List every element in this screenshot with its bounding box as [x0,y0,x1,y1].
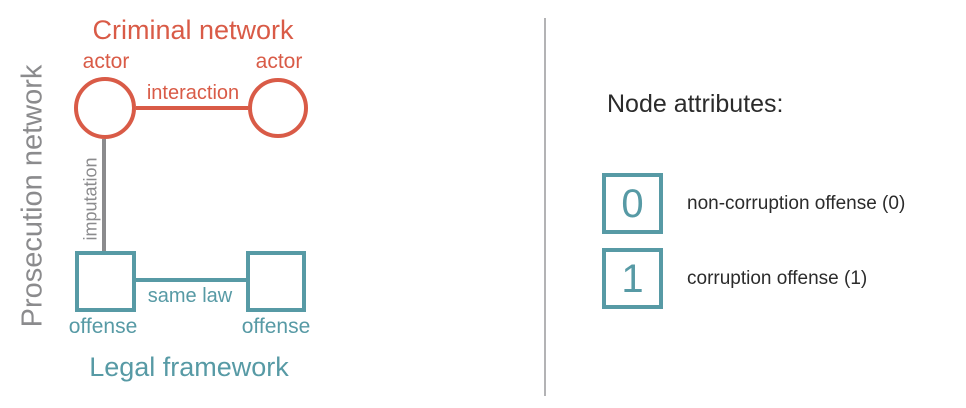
legend-label-0: non-corruption offense (0) [687,192,906,214]
interaction-edge [136,106,248,110]
legend-title: Node attributes: [607,90,784,118]
same-law-edge [136,278,246,282]
actor-node-left [74,77,136,139]
imputation-edge [102,139,106,253]
legend-node-0: 0 [602,173,663,234]
legend-item-non-corruption: 0 non-corruption offense (0) [602,173,905,234]
actor-node-right [248,78,308,138]
offense-node-left [75,251,136,312]
legend-node-1: 1 [602,248,663,309]
offense-node-right [246,251,306,312]
same-law-edge-label: same law [147,285,233,307]
offense-label-left: offense [68,315,138,338]
interaction-edge-label: interaction [146,82,240,104]
imputation-edge-label: imputation [80,157,101,241]
actor-label-right: actor [255,50,303,73]
vertical-divider [544,18,546,396]
prosecution-network-label: Prosecution network [16,64,49,328]
criminal-network-title: Criminal network [92,15,294,45]
legend-item-corruption: 1 corruption offense (1) [602,248,867,309]
actor-label-left: actor [82,50,130,73]
offense-label-right: offense [241,315,311,338]
legal-framework-title: Legal framework [89,352,289,382]
legend-label-1: corruption offense (1) [687,267,868,289]
